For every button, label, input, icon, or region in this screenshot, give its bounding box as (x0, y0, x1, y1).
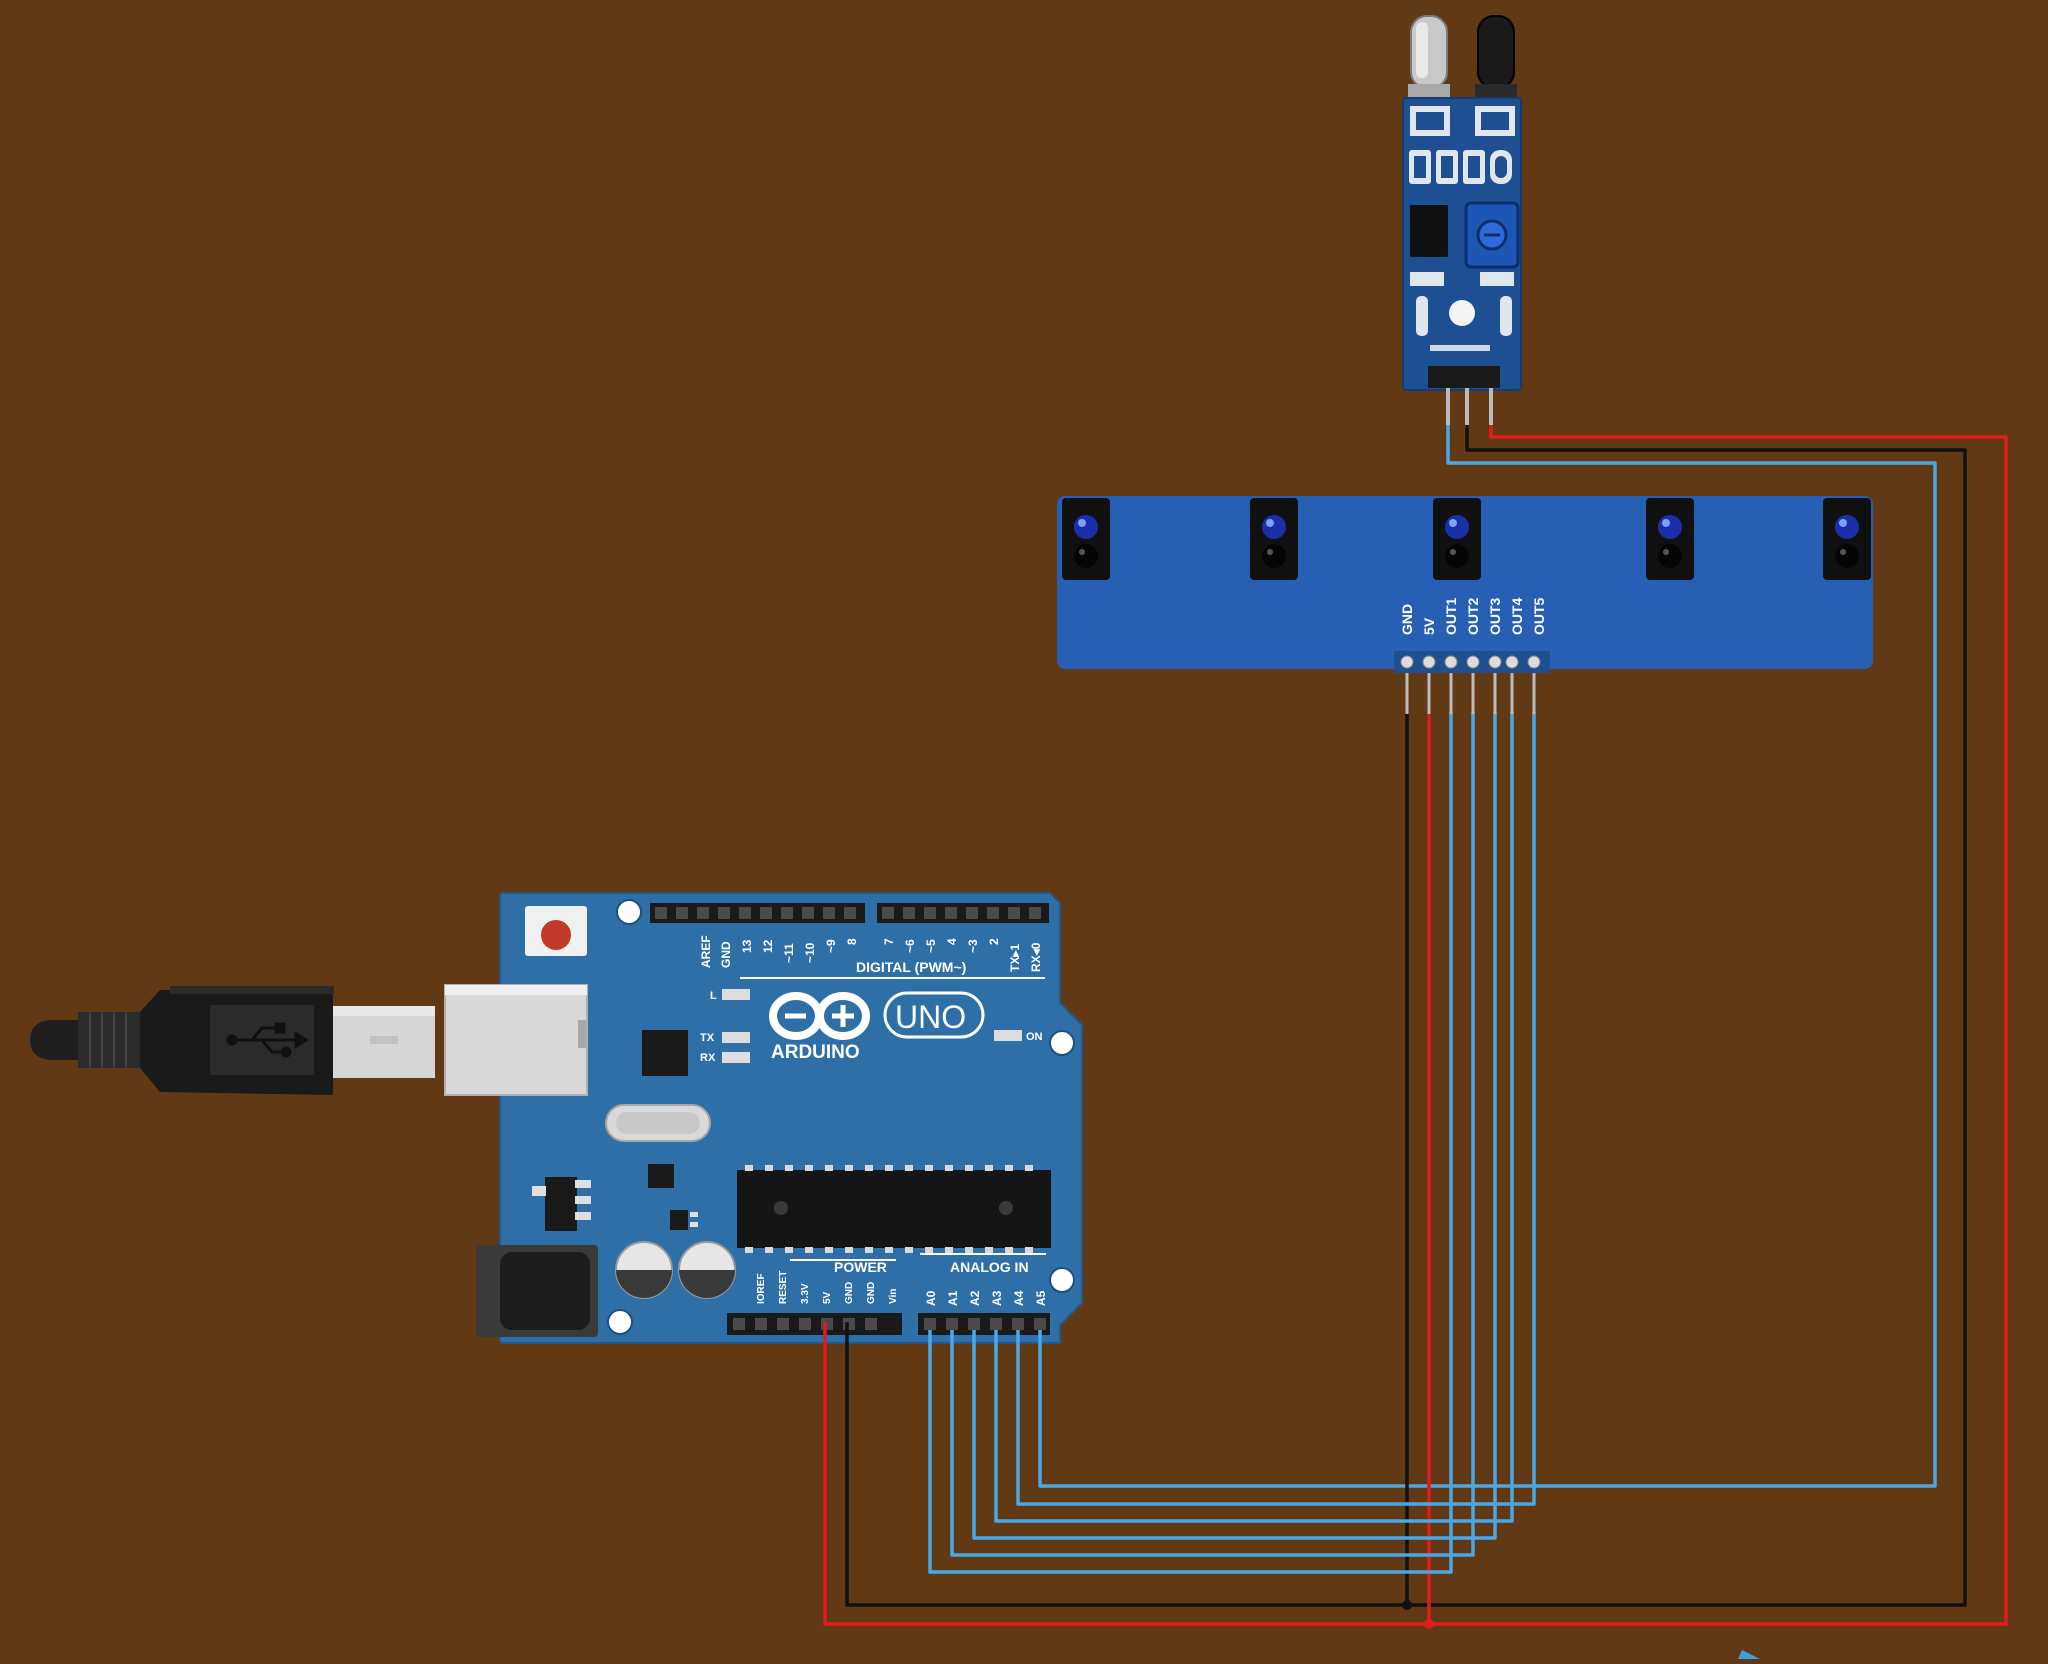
wire-out5-a4[interactable] (1016, 712, 1536, 1506)
capacitors (615, 1241, 736, 1299)
wire-out4-a3[interactable] (994, 712, 1514, 1523)
power-header-label: POWER (834, 1259, 887, 1275)
analog-header[interactable] (918, 1313, 1050, 1335)
pin-label-a0: A0 (924, 1290, 938, 1306)
pin-label-8: 8 (845, 938, 859, 945)
arduino-logo-icon (769, 992, 870, 1040)
array-pin-label-out4: OUT4 (1509, 597, 1525, 635)
usb-icon (226, 1022, 309, 1058)
pin-label-vin: Vin (888, 1289, 899, 1304)
pin-label-3v3: 3.3V (800, 1283, 811, 1304)
mounting-hole (1049, 1267, 1075, 1293)
pin-label-ioref: IOREF (756, 1273, 767, 1304)
mounting-hole (1049, 1030, 1075, 1056)
array-pin-label-out3: OUT3 (1487, 597, 1503, 635)
status-leds: L TX RX ON (700, 989, 1043, 1064)
usb-jack (444, 984, 588, 1096)
pin-label-13: 13 (740, 939, 754, 953)
wire-junction-5v (1424, 1619, 1434, 1629)
wire-ir-signal[interactable] (1038, 422, 1937, 1488)
sensor-array[interactable]: GND 5V OUT1 OUT2 OUT3 OUT4 OUT5 (1057, 496, 1873, 714)
led-label-rx: RX (700, 1052, 716, 1064)
pin-label-9: ~9 (824, 939, 838, 953)
pin-label-reset: RESET (778, 1271, 789, 1304)
usb-cable[interactable] (30, 986, 435, 1095)
pin-label-12: 12 (761, 939, 775, 953)
voltage-regulator (545, 1177, 577, 1231)
pin-label-gnd-1: GND (844, 1282, 855, 1304)
mounting-hole (607, 1309, 633, 1335)
array-pin-label-out5: OUT5 (1531, 597, 1547, 635)
wire-ir-gnd[interactable] (845, 422, 1967, 1607)
atmega-chip (737, 1170, 1051, 1248)
scroll-arrow-icon[interactable] (1738, 1650, 1760, 1659)
sensor-array-emitters (1062, 498, 1871, 580)
ir-comparator-chip (1410, 205, 1448, 257)
ir-receiver-led (1477, 15, 1515, 89)
pin-label-7: 7 (882, 938, 896, 945)
brand-label: ARDUINO (771, 1042, 860, 1063)
pin-label-gnd: GND (719, 941, 733, 968)
array-pin-label-gnd: GND (1399, 604, 1415, 635)
pin-label-gnd-2: GND (866, 1282, 877, 1304)
arduino-uno[interactable]: AREF GND 13 12 ~11 ~10 ~9 8 7 ~6 ~5 4 ~3… (444, 892, 1083, 1344)
pin-label-tx1: TX▸1 (1008, 944, 1022, 972)
pin-label-2: 2 (987, 938, 1001, 945)
wire-junction-gnd (1402, 1600, 1412, 1610)
power-header[interactable] (727, 1313, 902, 1335)
array-pin-label-5v: 5V (1421, 617, 1437, 635)
pin-label-a2: A2 (968, 1290, 982, 1306)
model-label: UNO (895, 999, 966, 1035)
analog-header-label: ANALOG IN (950, 1259, 1029, 1275)
pin-label-rx0: RX◂0 (1029, 942, 1043, 972)
array-pin-header (1394, 651, 1550, 714)
pin-label-10: ~10 (803, 942, 817, 963)
usb-serial-chip (642, 1030, 688, 1076)
array-pin-label-out2: OUT2 (1465, 597, 1481, 635)
pin-label-aref: AREF (699, 935, 713, 968)
led-label-on: ON (1026, 1031, 1043, 1043)
mounting-hole (616, 899, 642, 925)
wires (823, 422, 2008, 1659)
wire-ir-vcc[interactable] (823, 422, 2008, 1626)
pin-label-6: ~6 (903, 939, 917, 953)
pin-label-11: ~11 (782, 943, 796, 963)
digital-header-label: DIGITAL (PWM~) (856, 959, 966, 975)
pin-label-a4: A4 (1012, 1290, 1026, 1306)
pin-label-a1: A1 (946, 1290, 960, 1306)
pin-label-5: ~5 (924, 939, 938, 953)
pin-label-4: 4 (945, 938, 959, 945)
ir-status-led (1449, 300, 1475, 326)
led-label-l: L (710, 990, 717, 1002)
pin-label-5v: 5V (822, 1291, 833, 1304)
array-pin-label-out1: OUT1 (1443, 597, 1459, 635)
pin-label-a3: A3 (990, 1290, 1004, 1306)
model-badge (883, 991, 985, 1039)
wire-out2-a1[interactable] (950, 712, 1475, 1557)
pin-label-a5: A5 (1034, 1290, 1048, 1306)
pin-label-3: ~3 (966, 939, 980, 953)
ir-pin-header (1428, 366, 1500, 388)
ir-sensor-module[interactable] (1402, 15, 1522, 425)
wire-out1-a0[interactable] (928, 712, 1453, 1574)
led-label-tx: TX (700, 1032, 715, 1044)
wire-out3-a2[interactable] (972, 712, 1497, 1540)
digital-header[interactable] (650, 903, 1049, 923)
